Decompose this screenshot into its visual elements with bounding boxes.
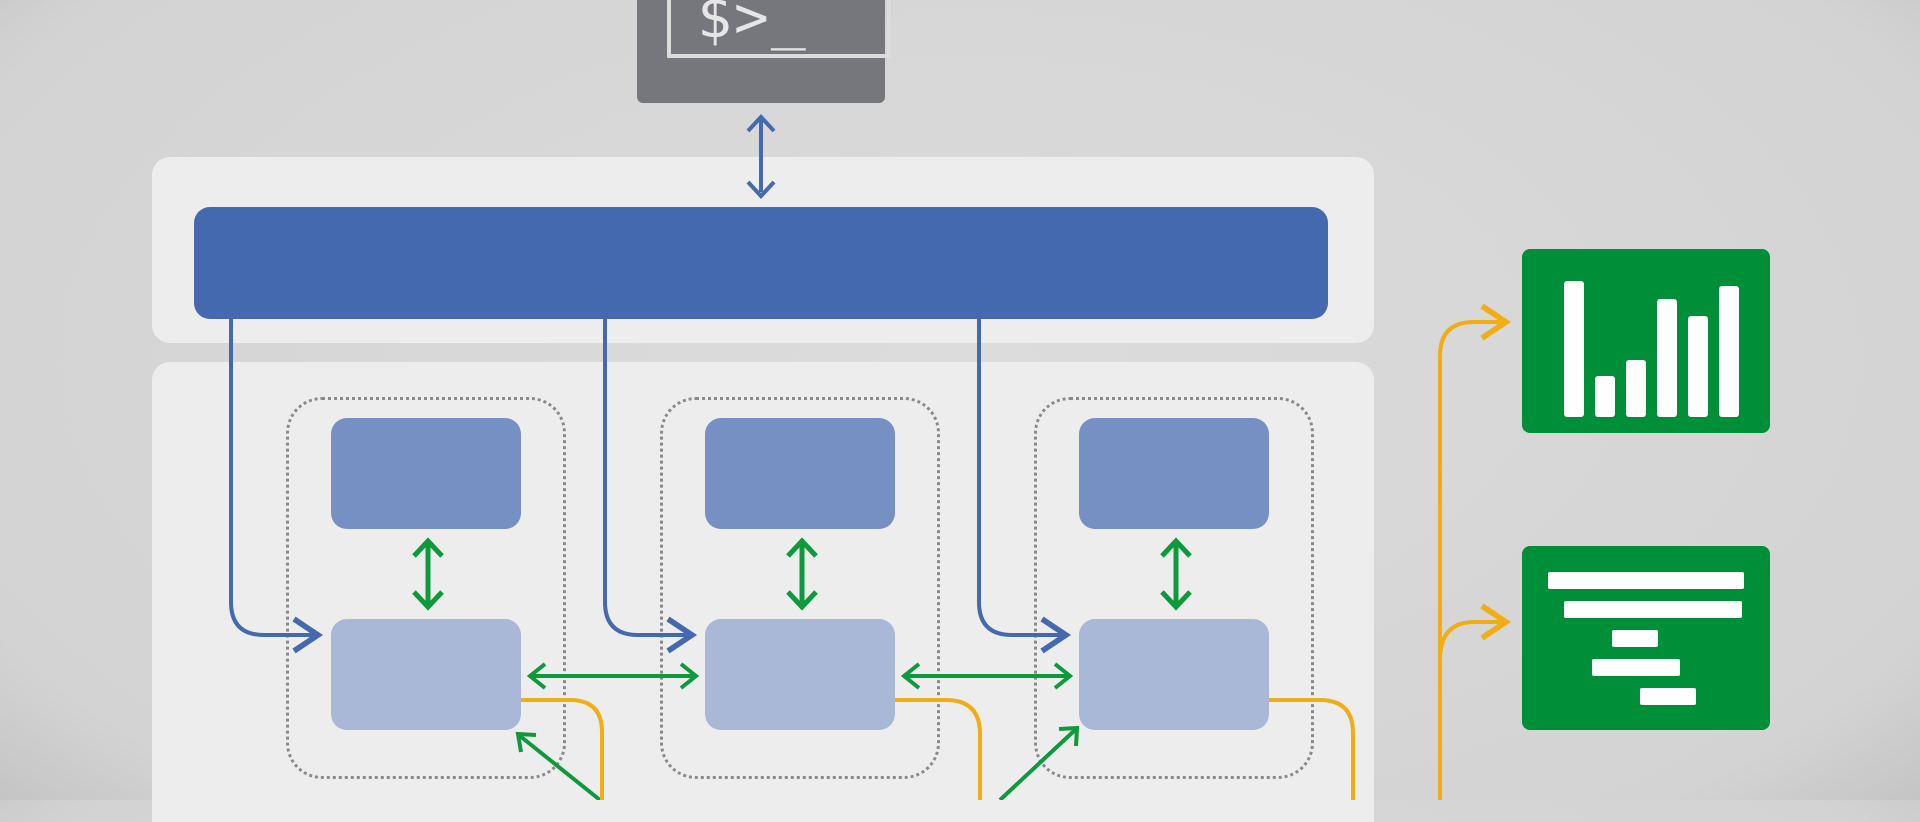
- bar-6: [1719, 286, 1739, 417]
- terminal-prompt: $>_: [697, 0, 808, 51]
- worker-group-1: [286, 397, 566, 779]
- gantt-bar-3: [1612, 630, 1658, 647]
- worker-group-3: [1034, 397, 1314, 779]
- gantt-bar-4: [1592, 659, 1680, 676]
- bar-chart-output: [1522, 249, 1770, 433]
- bar-1: [1564, 281, 1584, 417]
- terminal-window: $>_: [637, 0, 891, 103]
- gantt-bar-2: [1564, 601, 1742, 618]
- inter-worker-links: [526, 662, 1074, 690]
- gantt-chart-icon: [1548, 572, 1744, 705]
- worker-2-top-node: [705, 418, 895, 529]
- worker-1-top-node: [331, 418, 521, 529]
- gantt-bar-1: [1548, 572, 1744, 589]
- worker-3-bottom-node: [1079, 619, 1269, 730]
- terminal-screen: [667, 0, 891, 58]
- bar-chart-icon: [1564, 281, 1739, 417]
- bar-5: [1688, 316, 1708, 417]
- bar-2: [1595, 376, 1615, 417]
- connector-layer: [229, 114, 1512, 800]
- gantt-bar-5: [1640, 688, 1696, 705]
- diagonal-links: [515, 725, 1080, 800]
- worker-1-bottom-node: [331, 619, 521, 730]
- worker-2-bottom-node: [705, 619, 895, 730]
- bus-to-worker-links: [229, 319, 1072, 654]
- worker-3-top-node: [1079, 418, 1269, 529]
- bar-3: [1626, 360, 1646, 417]
- central-bus: [194, 207, 1328, 319]
- bar-4: [1657, 299, 1677, 417]
- terminal-bus-link: [746, 114, 776, 199]
- worker-group-2: [660, 397, 940, 779]
- result-links: [521, 303, 1512, 800]
- gantt-chart-output: [1522, 546, 1770, 730]
- intra-worker-links: [412, 537, 1192, 611]
